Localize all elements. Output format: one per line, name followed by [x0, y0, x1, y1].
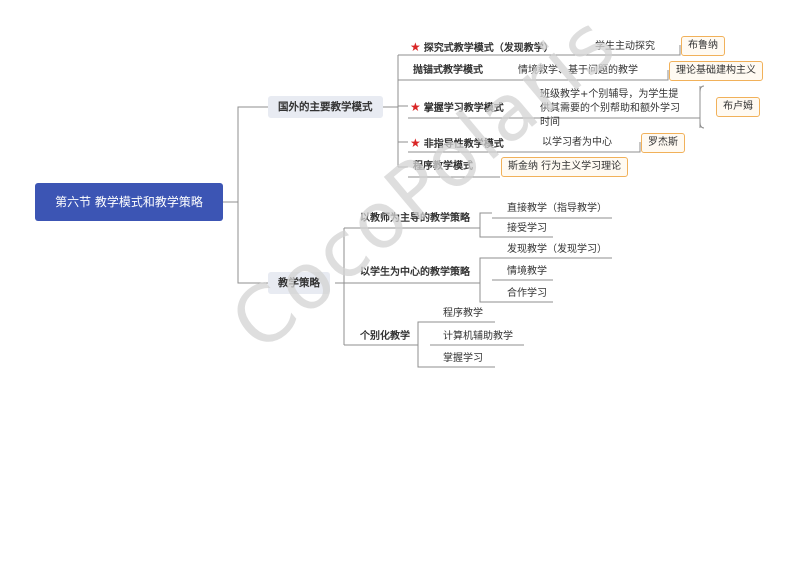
student-centered-item: 情境教学 — [507, 266, 547, 277]
inquiry-person: 布鲁纳 — [681, 36, 725, 56]
student-centered-item: 发现教学（发现学习） — [507, 244, 607, 255]
individualized-strategy-node[interactable]: 个别化教学 — [360, 331, 410, 342]
programmed-person: 斯金纳 行为主义学习理论 — [501, 157, 629, 177]
individualized-item: 计算机辅助教学 — [443, 331, 513, 342]
star-icon: ★ — [410, 100, 421, 114]
mastery-detail-line-3: 时间 — [540, 117, 560, 128]
individualized-item: 程序教学 — [443, 308, 483, 319]
nondirective-model-label: 非指导性教学模式 — [423, 139, 504, 150]
inquiry-detail: 学生主动探究 — [595, 41, 655, 52]
teacher-led-strategy-node[interactable]: 以教师为主导的教学策略 — [360, 213, 470, 224]
nondirective-detail: 以学习者为中心 — [542, 137, 612, 148]
mastery-detail-line-2: 供其需要的个别帮助和额外学习 — [540, 103, 680, 114]
teacher-led-item: 接受学习 — [507, 223, 547, 234]
mastery-model-node[interactable]: ★掌握学习教学模式 — [410, 100, 504, 116]
foreign-models-node[interactable]: 国外的主要教学模式 — [268, 96, 383, 118]
individualized-item: 掌握学习 — [443, 353, 483, 364]
inquiry-model-node[interactable]: ★探究式教学模式（发现教学） — [410, 40, 554, 56]
mastery-detail-line-1: 班级教学+个别辅导，为学生提 — [540, 89, 679, 100]
star-icon: ★ — [410, 40, 421, 54]
anchored-model-node[interactable]: 抛锚式教学模式 — [413, 65, 483, 76]
nondirective-person: 罗杰斯 — [641, 133, 685, 153]
anchored-detail: 情境教学、基于问题的教学 — [518, 65, 638, 76]
teaching-strategy-node[interactable]: 教学策略 — [268, 272, 330, 294]
root-node[interactable]: 第六节 教学模式和教学策略 — [35, 183, 223, 221]
teacher-led-item: 直接教学（指导教学） — [507, 203, 607, 214]
nondirective-model-node[interactable]: ★非指导性教学模式 — [410, 136, 504, 152]
programmed-model-node[interactable]: 程序教学模式 — [413, 161, 473, 172]
student-centered-item: 合作学习 — [507, 288, 547, 299]
student-centered-strategy-node[interactable]: 以学生为中心的教学策略 — [360, 267, 470, 278]
anchored-theory: 理论基础建构主义 — [669, 61, 763, 81]
inquiry-model-label: 探究式教学模式（发现教学） — [423, 43, 554, 54]
mastery-model-label: 掌握学习教学模式 — [423, 103, 504, 114]
mastery-person: 布卢姆 — [716, 97, 760, 117]
star-icon: ★ — [410, 136, 421, 150]
